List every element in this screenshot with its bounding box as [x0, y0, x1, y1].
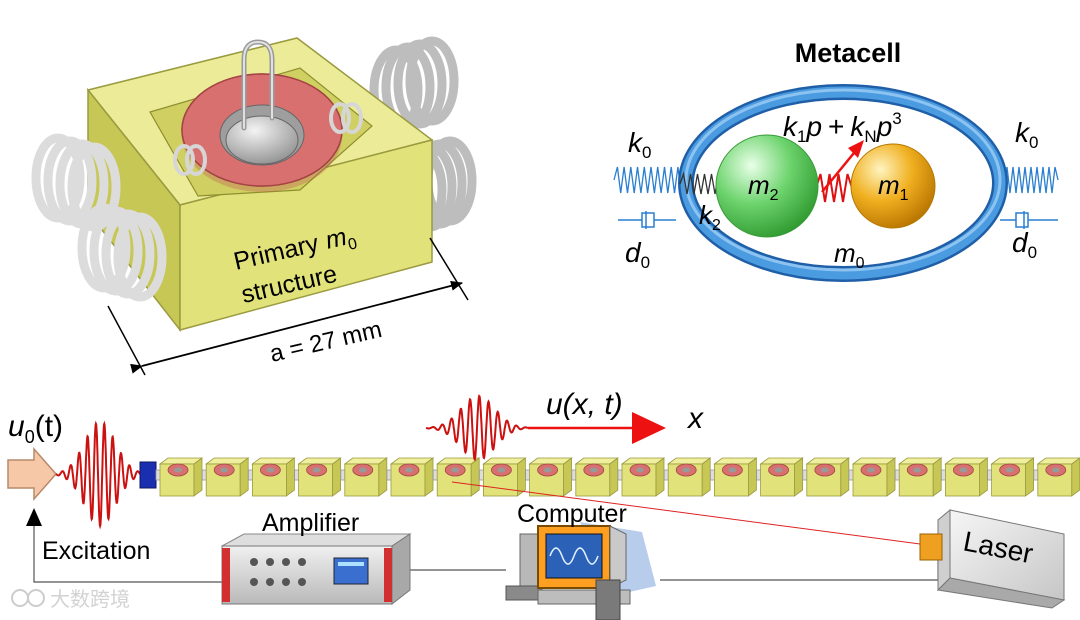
chain-cell	[155, 457, 204, 497]
propagating-wave-packet	[425, 394, 529, 462]
dimension-label: a = 27 mm	[267, 316, 384, 368]
nonlinear-arrow-icon	[821, 147, 859, 193]
chain-cell	[340, 457, 388, 497]
label-k0-right: k0	[1015, 117, 1038, 152]
chain-cell	[617, 457, 666, 497]
laser-aperture	[919, 533, 943, 561]
axis-label: x	[686, 402, 704, 435]
input-wave-packet	[55, 420, 141, 530]
chain-cell	[525, 457, 573, 497]
chain-cell	[802, 457, 850, 497]
watermark-text: 大数跨境	[50, 588, 130, 611]
excitation-input-arrow-icon	[26, 508, 42, 526]
chain-cell	[294, 457, 342, 497]
dimension-arrow	[130, 280, 463, 374]
chain-cell	[941, 457, 989, 497]
mass-m1-sphere	[850, 143, 936, 229]
laser-device	[919, 508, 1066, 609]
label-d0-right: d0	[1012, 227, 1037, 262]
excitation-arrow-icon	[7, 447, 57, 501]
spring-coil-turn	[405, 36, 459, 126]
excitation-label: Excitation	[42, 537, 150, 565]
computer-device	[505, 522, 656, 620]
chain-cell	[663, 457, 712, 497]
chain-cell	[1033, 457, 1080, 497]
chain-cell	[432, 457, 481, 497]
amplifier-device	[221, 533, 412, 606]
experimental-setup: u0(t) u(x, t) x Excitation	[7, 388, 1080, 620]
wave-label: u(x, t)	[546, 388, 623, 421]
chain-cell	[478, 457, 527, 497]
label-nonlinear-stiffness: k1p+kNp3	[783, 109, 902, 146]
spring-k0-left-icon	[613, 166, 689, 194]
label-d0-left: d0	[625, 237, 650, 272]
primary-structure-illustration: Primarym0 structure a = 27 mm	[31, 36, 477, 376]
chain-cell	[710, 457, 758, 497]
coil-spring-front-icon	[31, 133, 167, 302]
damper-d0-left-icon	[618, 211, 676, 229]
chain-cell	[848, 457, 897, 497]
chain-cell	[571, 457, 619, 497]
dome-mass	[225, 115, 299, 165]
dimension-extension-left	[107, 305, 146, 376]
damper-d0-right-icon	[1000, 211, 1058, 229]
chain-cell	[247, 457, 296, 497]
propagation-arrow-head-icon	[632, 412, 666, 444]
label-m1: m1	[878, 170, 909, 204]
chain-cell	[756, 457, 804, 497]
computer-laser-wire	[660, 560, 939, 581]
watermark-logo: 大数跨境	[11, 588, 130, 611]
feedback-wire	[33, 514, 222, 583]
chain-cell	[894, 457, 943, 497]
label-m2: m2	[748, 170, 779, 204]
label-k0-left: k0	[628, 127, 651, 162]
metamaterial-chain	[155, 457, 1080, 497]
laser-beam	[451, 481, 921, 545]
mass-m2-sphere	[715, 134, 819, 238]
metacell-title: Metacell	[795, 38, 902, 68]
amplifier-label: Amplifier	[262, 509, 359, 537]
amplifier-display	[333, 557, 369, 585]
spring-k0-right-icon	[997, 166, 1059, 194]
chain-cell	[987, 457, 1035, 497]
computer-label: Computer	[517, 500, 627, 528]
shaker-connector	[139, 461, 157, 489]
spring-k2-icon	[679, 171, 723, 195]
label-m0: m0	[834, 238, 865, 272]
spring-nonlinear-icon	[815, 173, 853, 203]
chain-cell	[201, 457, 250, 497]
metacell-schematic: Metacell k0	[613, 38, 1059, 282]
input-signal-label: u0(t)	[8, 410, 63, 447]
label-k2: k2	[699, 200, 721, 234]
chain-cell	[386, 457, 435, 497]
